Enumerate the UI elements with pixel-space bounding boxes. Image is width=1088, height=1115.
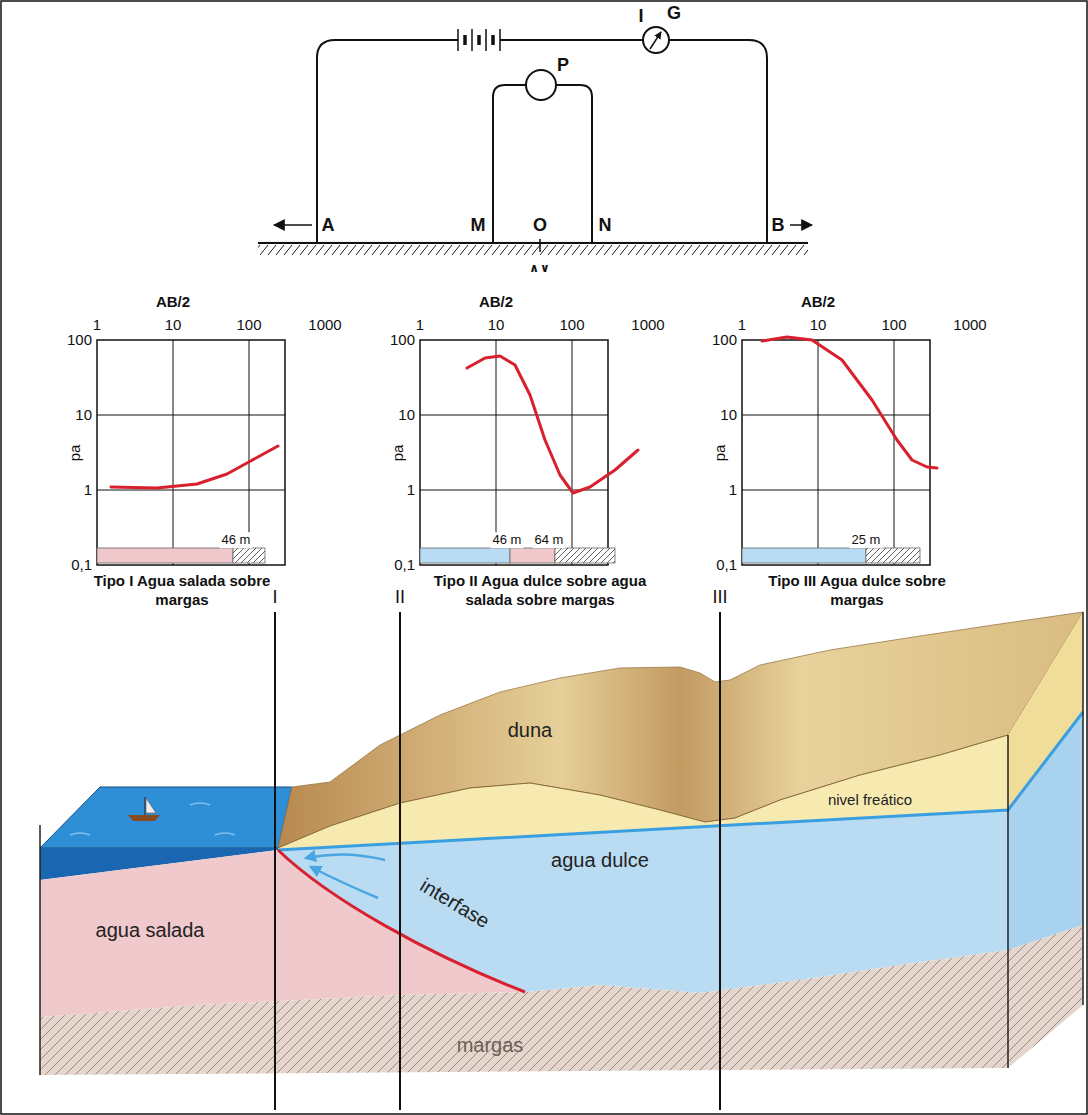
axis-tick: 10 (810, 316, 827, 334)
region-label: margas (457, 1033, 524, 1057)
axis-tick: 1 (738, 316, 746, 334)
axis-tick: 1 (729, 481, 737, 499)
depth-label: 46 m (220, 532, 253, 548)
axis-tick: 1 (416, 316, 424, 334)
axis-tick: 100 (881, 316, 906, 334)
section-number: III (712, 587, 727, 609)
sounding-charts (97, 337, 937, 565)
axis-tick: 100 (712, 331, 737, 349)
meter-label: G (667, 3, 681, 25)
depth-label: 64 m (533, 532, 566, 548)
axis-tick: 10 (398, 406, 415, 424)
axis-tick: 1000 (308, 316, 341, 334)
axis-tick: 10 (488, 316, 505, 334)
ground-hatch (258, 245, 808, 255)
interface-label: interfase (416, 873, 494, 933)
axis-label: pa (389, 445, 407, 462)
axis-label: pa (66, 445, 84, 462)
axis-title: AB/2 (479, 293, 513, 311)
region-label: duna (508, 718, 553, 742)
axis-tick: 1000 (631, 316, 664, 334)
chart-caption: Tipo III Agua dulce sobre margas (762, 572, 952, 610)
axis-title: AB/2 (156, 293, 190, 311)
depth-label: 46 m (491, 532, 524, 548)
section-number: I (272, 587, 277, 609)
circuit (258, 27, 812, 252)
axis-tick: 100 (67, 331, 92, 349)
section-number: II (395, 587, 405, 609)
spread-mark: ∧∨ (529, 261, 551, 275)
axis-tick: 1 (407, 481, 415, 499)
axis-tick: 1 (93, 316, 101, 334)
water-table-label: nivel freático (828, 791, 912, 809)
electrode-label: M (471, 215, 486, 237)
depth-label: 25 m (850, 532, 883, 548)
electrode-label: N (599, 215, 612, 237)
axis-tick: 100 (236, 316, 261, 334)
axis-tick: 10 (165, 316, 182, 334)
block-diagram (40, 612, 1083, 1110)
electrode-label: B (772, 215, 785, 237)
region-label: agua salada (96, 918, 205, 942)
axis-tick: 0,1 (71, 556, 92, 574)
meter-label: I (638, 6, 643, 28)
axis-label: pa (711, 445, 729, 462)
axis-title: AB/2 (801, 293, 835, 311)
region-label: agua dulce (551, 848, 649, 872)
chart-caption: Tipo II Agua dulce sobre agua salada sob… (410, 572, 670, 610)
meter-label: P (557, 55, 569, 77)
axis-tick: 100 (559, 316, 584, 334)
axis-tick: 0,1 (394, 556, 415, 574)
center-label: O (533, 215, 547, 237)
axis-tick: 1 (84, 481, 92, 499)
chart-caption: Tipo I Agua salada sobre margas (87, 572, 277, 610)
axis-tick: 1000 (953, 316, 986, 334)
electrode-label: A (322, 215, 335, 237)
axis-tick: 0,1 (716, 556, 737, 574)
axis-tick: 10 (75, 406, 92, 424)
axis-tick: 10 (720, 406, 737, 424)
axis-tick: 100 (390, 331, 415, 349)
